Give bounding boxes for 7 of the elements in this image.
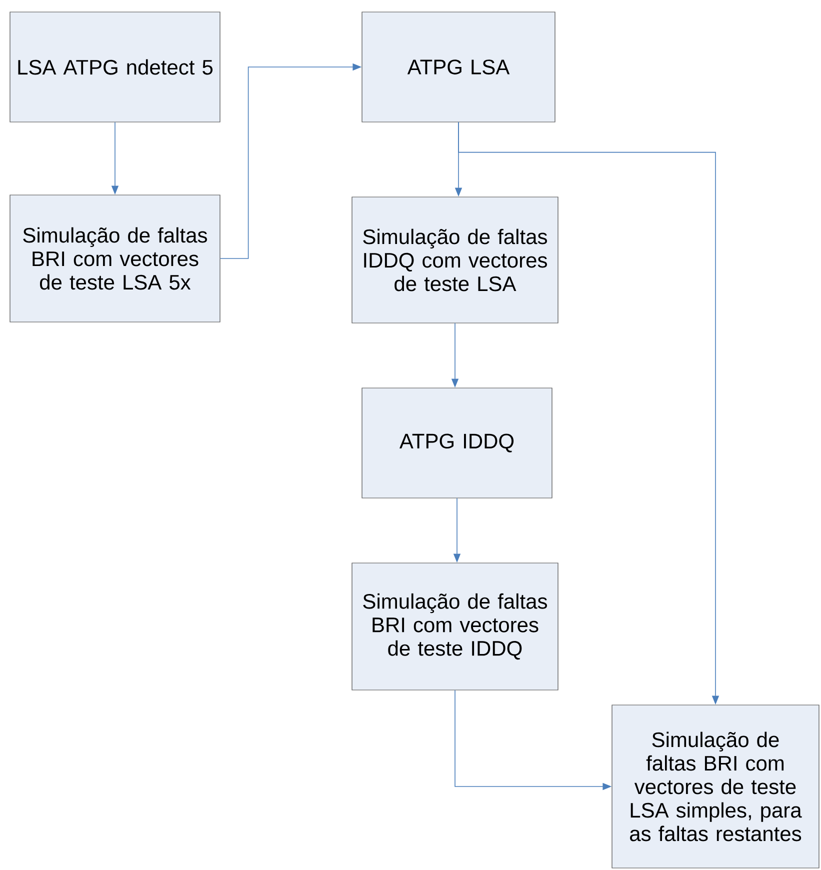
process-box: LSA ATPG ndetect 5 <box>10 12 220 122</box>
process-box: ATPG LSA <box>362 12 556 122</box>
process-box: Simulação de faltas IDDQ com vectores de teste LSA <box>352 196 558 324</box>
process-box: ATPG IDDQ <box>362 388 552 498</box>
process-box: Simulação de faltas BRI com vectores de teste LSA 5x <box>10 194 220 322</box>
process-box: Simulação de faltas BRI com vectores de teste LSA simples, para as faltas restantes <box>612 704 820 868</box>
process-box: Simulação de faltas BRI com vectores de teste IDDQ <box>352 562 558 690</box>
